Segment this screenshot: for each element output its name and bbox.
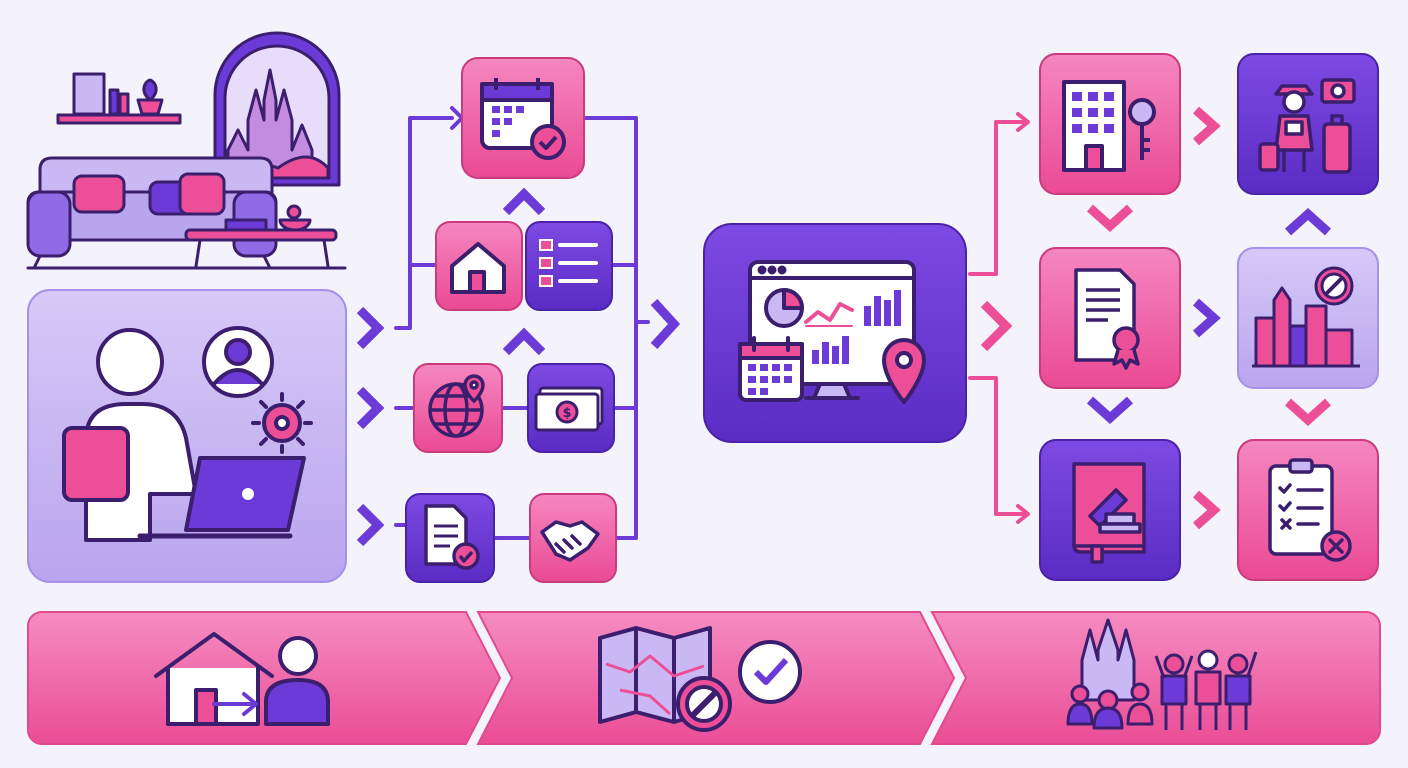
house-icon <box>450 242 506 294</box>
certificate-icon <box>1074 268 1140 370</box>
chevrons-host <box>356 187 681 547</box>
city-prohibited-icon <box>1252 266 1360 368</box>
tourist-luggage-icon <box>1258 78 1356 174</box>
house-to-person-icon <box>154 632 330 726</box>
map-prohibited-check-icon <box>598 626 802 732</box>
license-box <box>1039 247 1181 389</box>
chevrons-right-side <box>980 106 1332 530</box>
regulation-box <box>1039 439 1181 581</box>
analytics-dashboard-icon <box>738 260 926 404</box>
banner-segment-3 <box>930 611 1381 745</box>
rejected-checklist-box <box>1237 439 1379 581</box>
host-with-tablet-laptop-icon <box>62 326 313 542</box>
outcome-banner <box>27 611 1381 745</box>
chevron-right-icon <box>650 298 681 350</box>
handshake-icon <box>540 520 600 562</box>
banner-segment-1 <box>27 611 502 745</box>
checklist-box <box>525 221 613 311</box>
payment-box: $ <box>527 363 615 453</box>
chevron-right-icon <box>356 503 385 547</box>
right-connectors <box>968 112 1030 524</box>
chevron-right-icon <box>1193 298 1221 338</box>
living-room-illustration <box>26 31 347 270</box>
chevron-right-icon <box>356 386 385 430</box>
chevron-up-icon <box>502 327 546 356</box>
document-check-icon <box>424 504 480 570</box>
chevron-right-icon <box>1193 106 1221 146</box>
chevron-right-icon <box>980 300 1013 352</box>
chevron-right-icon <box>356 306 385 350</box>
chevron-right-icon <box>1193 490 1221 530</box>
money-icon: $ <box>534 386 604 432</box>
hotel-box <box>1039 53 1181 195</box>
svg-text:$: $ <box>562 406 571 421</box>
restricted-city-box <box>1237 247 1379 389</box>
globe-pin-icon <box>428 374 485 438</box>
agreement-box <box>529 493 617 583</box>
law-book-gavel-icon <box>1072 462 1146 564</box>
home-listing-box <box>435 221 523 311</box>
calendar-check-icon <box>480 78 566 160</box>
left-connectors <box>394 106 650 540</box>
chevron-down-icon <box>1086 396 1134 425</box>
contract-box <box>405 493 495 583</box>
host-panel <box>27 289 347 583</box>
clipboard-x-icon <box>1268 458 1352 562</box>
dashboard-box <box>703 223 967 443</box>
tourist-box <box>1237 53 1379 195</box>
chevron-up-icon <box>502 187 546 216</box>
chevron-up-icon <box>1284 207 1332 236</box>
chevron-down-icon <box>1284 398 1332 427</box>
building-key-icon <box>1062 80 1156 172</box>
banner-segment-2 <box>476 611 956 745</box>
chevron-down-icon <box>1086 204 1134 233</box>
calendar-approval-box <box>461 57 585 179</box>
community-sagrada-familia-icon <box>1066 618 1258 730</box>
location-box <box>413 363 503 453</box>
checklist-icon <box>539 239 598 287</box>
